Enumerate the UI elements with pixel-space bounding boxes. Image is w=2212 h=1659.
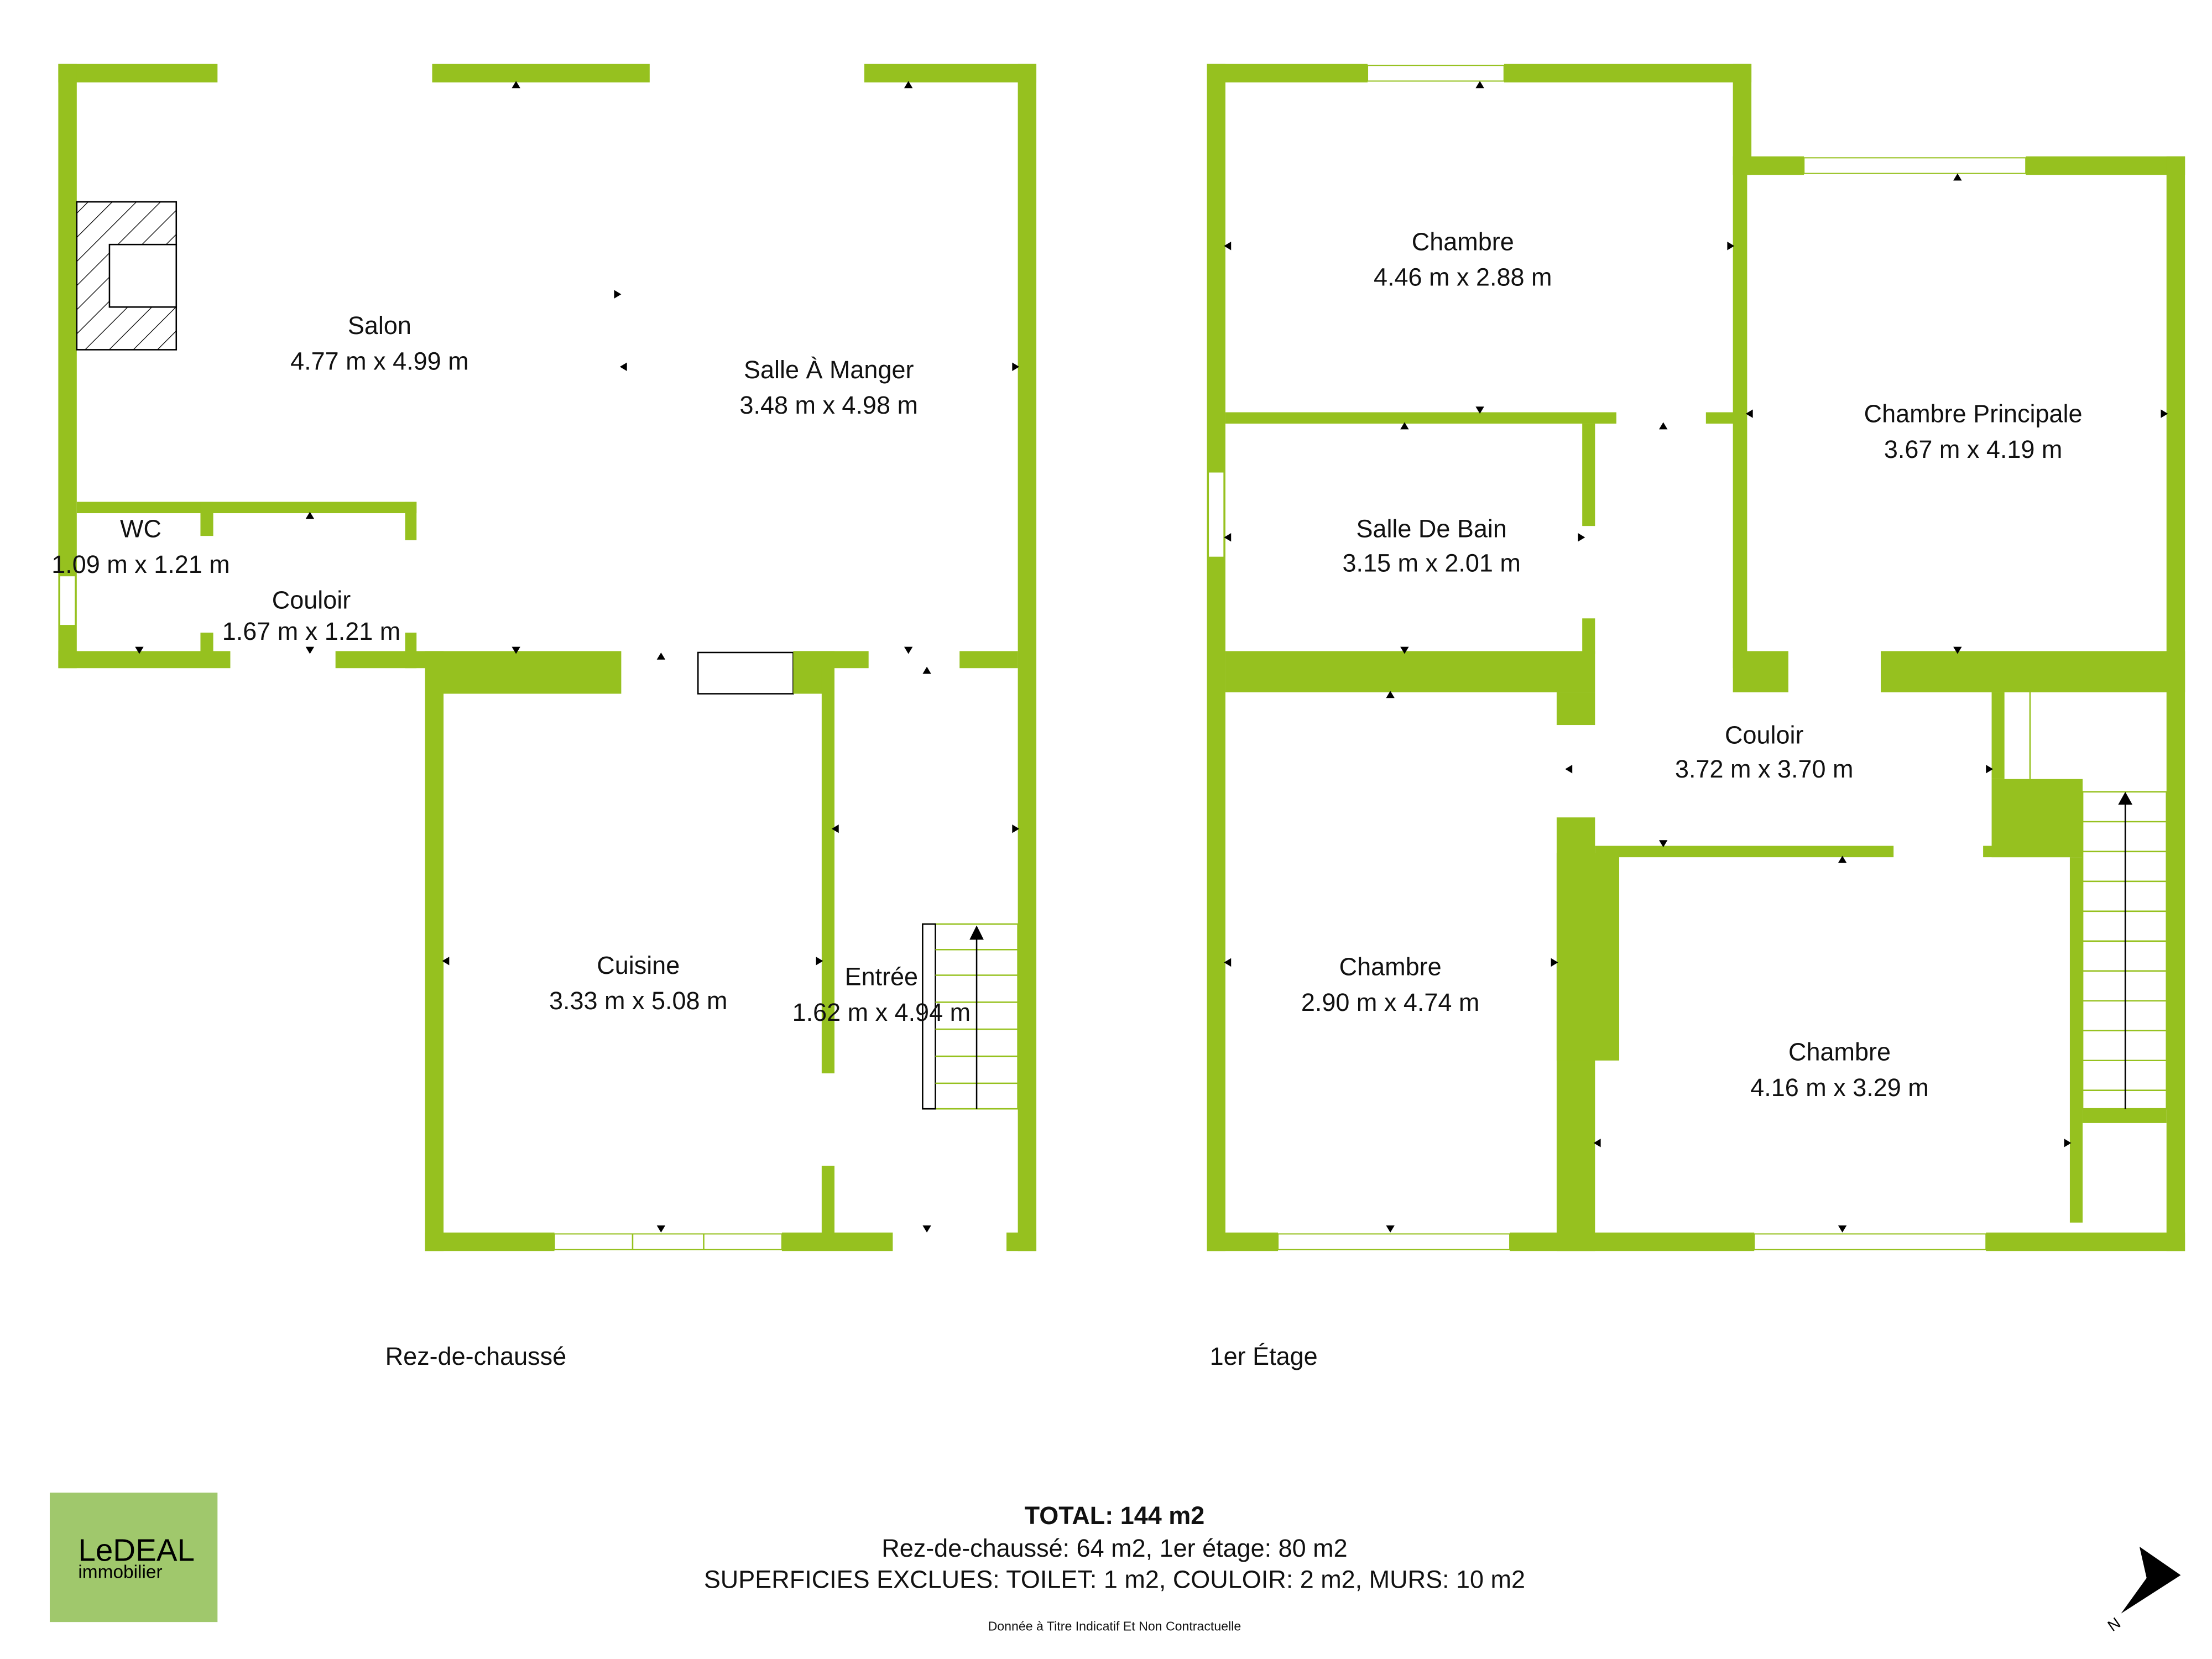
room-name: Salle De Bain bbox=[1356, 515, 1506, 543]
room-dims: 4.16 m x 3.29 m bbox=[1750, 1073, 1928, 1102]
room-dims: 1.62 m x 4.94 m bbox=[792, 998, 971, 1026]
room-dims: 4.77 m x 4.99 m bbox=[290, 347, 468, 375]
floor-areas: Rez-de-chaussé: 64 m2, 1er étage: 80 m2 bbox=[881, 1534, 1347, 1562]
room-dims: 3.15 m x 2.01 m bbox=[1342, 549, 1520, 577]
room-dims: 4.46 m x 2.88 m bbox=[1374, 263, 1552, 291]
disclaimer: Donnée à Titre Indicatif Et Non Contract… bbox=[988, 1619, 1241, 1634]
room-dims: 3.48 m x 4.98 m bbox=[739, 391, 917, 419]
excluded-areas: SUPERFICIES EXCLUES: TOILET: 1 m2, COULO… bbox=[704, 1565, 1525, 1593]
room-name: WC bbox=[120, 515, 161, 543]
room-dims: 3.33 m x 5.08 m bbox=[549, 987, 727, 1015]
room-name: Chambre bbox=[1339, 952, 1442, 980]
room-name: Cuisine bbox=[597, 951, 680, 979]
floor-label: 1er Étage bbox=[1210, 1342, 1318, 1370]
logo: LeDEAL immobilier bbox=[49, 1493, 218, 1623]
stairs-icon bbox=[922, 923, 1019, 1110]
compass-label: N bbox=[2104, 1614, 2124, 1635]
room-name: Couloir bbox=[1725, 721, 1803, 749]
room-dims: 2.90 m x 4.74 m bbox=[1301, 988, 1479, 1016]
room-dims: 1.67 m x 1.21 m bbox=[222, 617, 400, 645]
room-name: Salon bbox=[348, 311, 411, 340]
stairs-icon bbox=[2029, 692, 2168, 1110]
logo-line2: immobilier bbox=[78, 1562, 162, 1582]
room-name: Salle À Manger bbox=[744, 356, 914, 384]
room-name: Couloir bbox=[272, 586, 351, 614]
floor-label: Rez-de-chaussé bbox=[385, 1342, 566, 1370]
ground-floor-plan: Salon 4.77 m x 4.99 m Salle À Manger 3.4… bbox=[51, 64, 1037, 1370]
first-floor-plan: Chambre 4.46 m x 2.88 m Chambre Principa… bbox=[1207, 64, 2185, 1370]
dimension-arrows bbox=[135, 81, 1020, 1233]
room-name: Chambre bbox=[1412, 227, 1514, 255]
room-dims: 1.09 m x 1.21 m bbox=[51, 550, 229, 578]
room-name: Chambre bbox=[1788, 1038, 1891, 1066]
room-name: Entrée bbox=[845, 962, 919, 990]
total-area: TOTAL: 144 m2 bbox=[1025, 1501, 1205, 1530]
north-arrow-icon: N bbox=[2104, 1546, 2181, 1635]
fireplace-icon bbox=[76, 201, 178, 351]
room-dims: 3.67 m x 4.19 m bbox=[1884, 435, 2062, 463]
room-dims: 3.72 m x 3.70 m bbox=[1675, 755, 1853, 783]
logo-line1: LeDEAL bbox=[78, 1533, 195, 1568]
room-name: Chambre Principale bbox=[1864, 399, 2083, 427]
dimension-arrows bbox=[1224, 81, 2168, 1233]
